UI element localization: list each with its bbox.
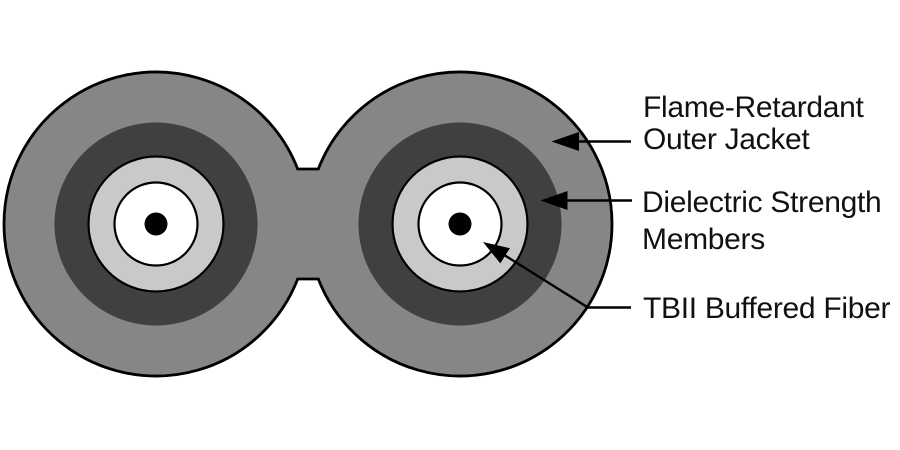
- buffered-fiber-arrowhead-icon: [483, 242, 510, 264]
- outer-jacket-label-line1: Flame-Retardant: [643, 91, 865, 124]
- outer-jacket-label-line2: Outer Jacket: [643, 123, 810, 156]
- buffered-fiber-callout-line: [504, 254, 631, 309]
- strength-members-arrowhead-icon: [540, 191, 568, 210]
- buffered-fiber-label: TBII Buffered Fiber: [643, 292, 891, 325]
- strength-members-label-line2: Members: [642, 223, 765, 256]
- strength-members-label-line1: Dielectric Strength: [642, 186, 881, 219]
- right-fiber-core-dot: [448, 212, 472, 236]
- outer-jacket-arrowhead-icon: [551, 132, 579, 151]
- left-fiber-core-dot: [144, 212, 168, 236]
